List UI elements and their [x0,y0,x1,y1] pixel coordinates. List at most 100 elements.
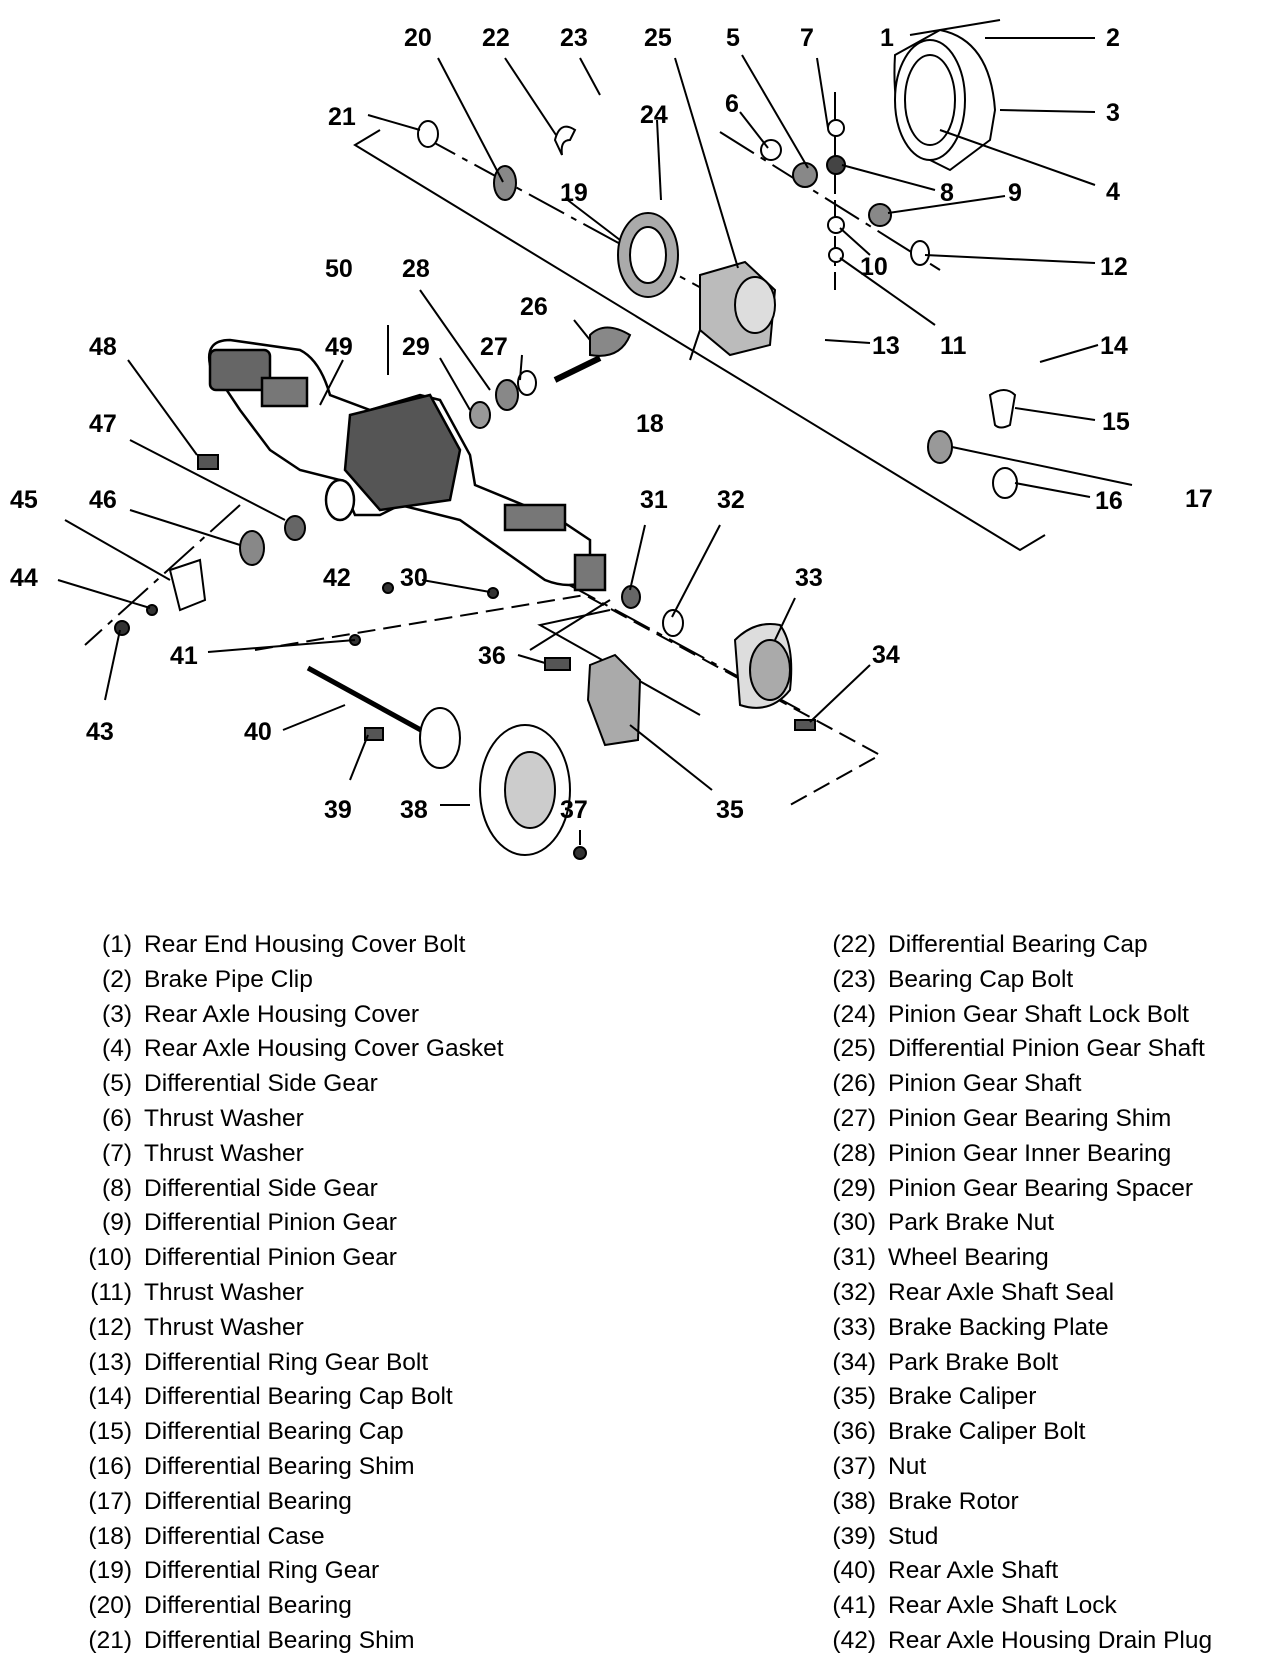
legend-item-label: Differential Ring Gear [144,1557,380,1585]
parts-legend-left: (1)Rear End Housing Cover Bolt(2)Brake P… [74,928,504,1659]
assembly-frame-lines [254,129,1046,806]
legend-item: (9)Differential Pinion Gear [74,1206,504,1241]
callout-34: 34 [872,641,900,669]
callout-23: 23 [560,24,588,52]
legend-item-number: (42) [832,1626,876,1654]
callout-15: 15 [1102,408,1130,436]
callout-10: 10 [860,253,888,281]
legend-item: (28) Pinion Gear Inner Bearing [818,1137,1212,1172]
callout-28: 28 [402,255,430,283]
legend-item: (18)Differential Case [74,1520,504,1555]
legend-item-label: Pinion Gear Bearing Spacer [888,1174,1194,1202]
legend-item-label: Brake Pipe Clip [144,965,313,993]
callout-46: 46 [89,486,117,514]
legend-item-number: (18) [88,1522,132,1550]
callout-26: 26 [520,293,548,321]
callout-5: 5 [726,24,740,52]
legend-item-number: (28) [832,1139,876,1167]
callout-35: 35 [716,796,744,824]
legend-item-number: (26) [832,1070,876,1098]
legend-item-label: Rear Axle Housing Cover Gasket [144,1035,504,1063]
legend-item-label: Brake Caliper Bolt [888,1418,1086,1446]
legend-item-label: Differential Bearing [144,1487,352,1515]
legend-item-label: Differential Pinion Gear [144,1244,397,1272]
legend-item-number: (6) [102,1104,132,1132]
legend-item-number: (19) [88,1557,132,1585]
legend-item-number: (17) [88,1487,132,1515]
legend-item: (33)Brake Backing Plate [818,1311,1212,1346]
callout-2: 2 [1106,24,1120,52]
legend-item-number: (33) [832,1313,876,1341]
legend-item-label: Differential Pinion Gear Shaft [888,1035,1205,1063]
callout-6: 6 [725,90,739,118]
legend-item-label: Thrust Washer [144,1313,304,1341]
callout-33: 33 [795,564,823,592]
legend-item: (36)Brake Caliper Bolt [818,1415,1212,1450]
callout-42: 42 [323,564,351,592]
legend-item: (11)Thrust Washer [74,1276,504,1311]
callout-44: 44 [10,564,38,592]
legend-item: (22)Differential Bearing Cap [818,928,1212,963]
legend-item-label: Pinion Gear Shaft Lock Bolt [888,1000,1189,1028]
legend-item-label: Rear Axle Shaft Lock [888,1592,1117,1620]
legend-item-number: (22) [832,931,876,958]
callout-41: 41 [170,642,198,670]
callout-49: 49 [325,333,353,361]
legend-item-label: Thrust Washer [144,1104,304,1132]
legend-item-label: Differential Bearing [144,1592,352,1620]
legend-item-label: Nut [888,1452,927,1480]
legend-item-label: Differential Bearing Cap Bolt [144,1383,453,1411]
callout-39: 39 [324,796,352,824]
legend-item: (26) Pinion Gear Shaft [818,1067,1212,1102]
callout-50: 50 [325,255,353,283]
legend-item-label: Differential Side Gear [144,1070,378,1098]
legend-item-number: (7) [102,1139,132,1167]
legend-item-number: (3) [102,1000,132,1028]
legend-item-number: (27) [832,1104,876,1132]
legend-item-number: (16) [88,1452,132,1480]
callout-38: 38 [400,796,428,824]
callout-16: 16 [1095,487,1123,515]
legend-item-number: (37) [832,1452,876,1480]
legend-item-label: Rear Axle Shaft [888,1557,1059,1585]
callout-4: 4 [1106,178,1120,206]
legend-item: (2) Brake Pipe Clip [74,963,504,998]
callout-40: 40 [244,718,272,746]
callout-20: 20 [404,24,432,52]
legend-item: (30)Park Brake Nut [818,1206,1212,1241]
legend-item-number: (21) [88,1626,132,1654]
legend-item-number: (4) [102,1035,132,1063]
callout-30: 30 [400,564,428,592]
legend-item-label: Stud [888,1522,939,1550]
legend-item-number: (12) [88,1313,132,1341]
legend-item-label: Differential Side Gear [144,1174,378,1202]
parts-legend-right: (22)Differential Bearing Cap(23)Bearing … [818,928,1212,1659]
legend-item-label: Rear End Housing Cover Bolt [144,931,466,958]
callout-19: 19 [560,179,588,207]
legend-item-number: (25) [832,1035,876,1063]
legend-item-label: Pinion Gear Shaft [888,1070,1082,1098]
legend-item-number: (2) [102,965,132,993]
callout-31: 31 [640,486,668,514]
legend-item-number: (29) [832,1174,876,1202]
legend-item: (14)Differential Bearing Cap Bolt [74,1380,504,1415]
legend-item: (4) Rear Axle Housing Cover Gasket [74,1032,504,1067]
legend-item-label: Differential Ring Gear Bolt [144,1348,429,1376]
callout-18: 18 [636,410,664,438]
legend-item: (34)Park Brake Bolt [818,1346,1212,1381]
legend-item-label: Pinion Gear Inner Bearing [888,1139,1172,1167]
legend-item-label: Thrust Washer [144,1278,304,1306]
legend-item-number: (34) [832,1348,876,1376]
legend-item-number: (31) [832,1244,876,1272]
callout-37: 37 [560,796,588,824]
legend-item: (17) Differential Bearing [74,1485,504,1520]
legend-item-number: (35) [832,1383,876,1411]
callout-1: 1 [880,24,894,52]
callout-22: 22 [482,24,510,52]
legend-item: (32)Rear Axle Shaft Seal [818,1276,1212,1311]
legend-item: (16)Differential Bearing Shim [74,1450,504,1485]
legend-item-label: Brake Caliper [888,1383,1037,1411]
rear-axle-housing-shape [207,338,607,592]
legend-item: (8)Differential Side Gear [74,1172,504,1207]
legend-item: (13)Differential Ring Gear Bolt [74,1346,504,1381]
